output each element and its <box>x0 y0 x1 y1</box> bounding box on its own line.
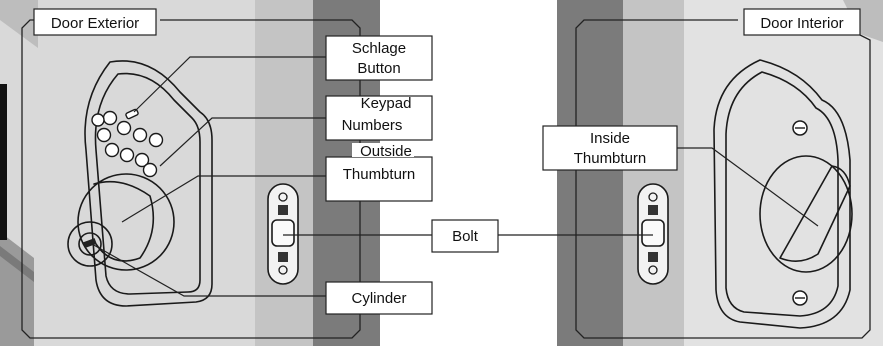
leader-lines <box>91 56 819 297</box>
inside-thumbturn-label-line1: Inside <box>590 130 630 147</box>
bolt-label: Bolt <box>452 228 479 245</box>
door-exterior-panel <box>0 0 380 346</box>
schlage-button-label-line1: Schlage <box>352 40 406 57</box>
interior-lock <box>713 59 853 329</box>
callout-outside-thumbturn: Outside Thumbturn <box>325 143 433 202</box>
schlage-button-label-line2: Button <box>357 60 400 77</box>
keypad-numbers-label-line1: Keypad <box>361 95 412 112</box>
outside-thumbturn-label-line1: Outside <box>360 143 412 160</box>
callout-keypad-numbers: Keypad Numbers <box>325 95 433 141</box>
callout-inside-thumbturn: Inside Thumbturn <box>542 125 678 171</box>
door-edge-strip <box>0 84 7 240</box>
exterior-title: Door Exterior <box>51 15 139 32</box>
interior-title: Door Interior <box>760 15 843 32</box>
door-interior-panel <box>557 0 883 346</box>
cylinder-label: Cylinder <box>351 290 406 307</box>
inside-thumbturn-label-line2: Thumbturn <box>574 150 647 167</box>
exterior-keypad-lock <box>67 60 213 307</box>
keypad-numbers-label-line2: Numbers <box>342 117 403 134</box>
callout-cylinder: Cylinder <box>325 281 433 315</box>
exterior-strike-plate <box>267 183 299 285</box>
interior-title-box: Door Interior <box>743 8 861 36</box>
outside-thumbturn-label-line2: Thumbturn <box>343 166 416 183</box>
callout-schlage-button: Schlage Button <box>325 35 433 81</box>
exterior-title-box: Door Exterior <box>33 8 157 36</box>
keypad-buttons <box>91 110 164 178</box>
interior-strike-plate <box>637 183 669 285</box>
callout-bolt: Bolt <box>431 219 499 253</box>
